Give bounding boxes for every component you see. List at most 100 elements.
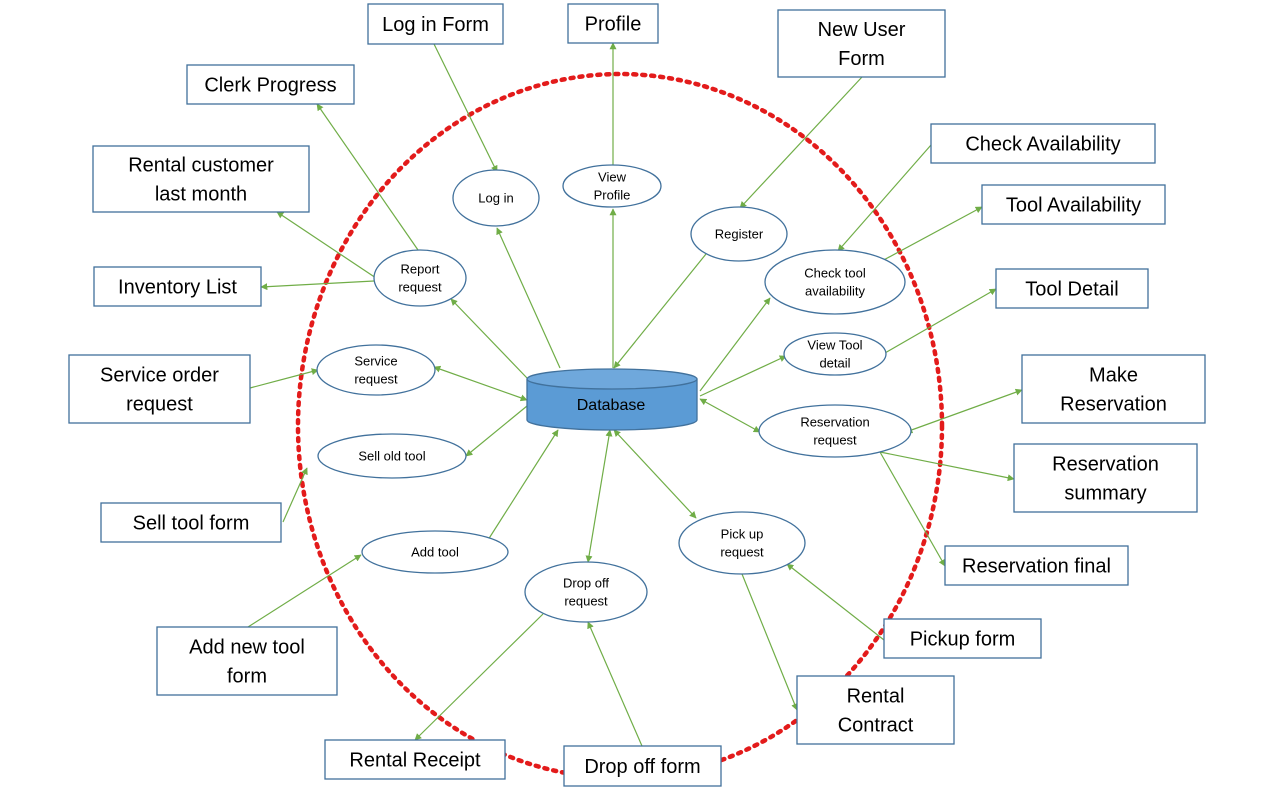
form-label: Inventory List [118, 277, 237, 299]
form-box [796, 675, 955, 745]
form-label: New User [818, 19, 906, 41]
form-label: Tool Detail [1025, 279, 1118, 301]
process-ellipse [764, 249, 906, 315]
form-box [1021, 354, 1206, 424]
process-ellipse [361, 530, 509, 574]
form-profile: Profile [567, 3, 659, 44]
form-label: Reservation [1060, 394, 1167, 416]
form-label: Clerk Progress [204, 75, 336, 97]
form-label: Make [1089, 365, 1138, 387]
connector-f_pickupform-to-pickup [786, 563, 885, 641]
process-login: Log in [452, 169, 540, 227]
form-label: Contract [838, 715, 914, 737]
process-addtool: Add tool [361, 530, 509, 574]
form-box [1013, 443, 1198, 513]
process-ellipse [452, 169, 540, 227]
form-box [324, 739, 506, 780]
form-rentalreceipt: Rental Receipt [324, 739, 506, 780]
connector-db-to-login [496, 227, 561, 369]
form-label: Form [838, 48, 885, 70]
connector-f_addnewtool-to-addtool [247, 554, 362, 628]
process-label: request [354, 372, 398, 387]
process-label: Pick up [721, 527, 764, 542]
process-label: Log in [478, 191, 513, 206]
connector-f_selltool-to-sellold [282, 467, 308, 523]
connector-report-to-f_inventory [260, 280, 375, 291]
process-label: request [720, 545, 764, 560]
form-box [186, 64, 355, 105]
connector-pickup-to-f_rentalcontract [741, 573, 798, 711]
form-box [944, 545, 1129, 586]
process-label: Check tool [804, 266, 866, 281]
connector-addtool-to-db [487, 429, 559, 541]
form-box [156, 626, 338, 696]
connector-f_newuser-to-register [739, 76, 863, 209]
connector-db-to-checktool [699, 297, 771, 392]
process-label: request [398, 280, 442, 295]
form-label: Profile [585, 14, 642, 36]
connector-register-to-db [613, 253, 707, 369]
form-label: Tool Availability [1006, 195, 1141, 217]
connector-f_serviceorder-to-service [249, 368, 319, 389]
connector-db-to-viewtool [699, 355, 787, 397]
form-box [100, 502, 282, 543]
form-checkavail: Check Availability [930, 123, 1156, 164]
form-toolavail: Tool Availability [981, 184, 1166, 225]
form-box [93, 266, 262, 307]
connector-f_dropoffform-to-dropoff [587, 621, 643, 747]
form-label: Check Availability [965, 134, 1120, 156]
connector-reservation-to-f_resfinal [879, 451, 946, 567]
connector-db-to-reservation [699, 398, 761, 433]
connector-db-to-dropoff [585, 429, 613, 563]
connector-f_login-to-login [433, 43, 498, 173]
form-label: summary [1064, 483, 1146, 505]
form-box [92, 145, 310, 213]
form-label: request [126, 394, 193, 416]
form-box [68, 354, 251, 424]
process-label: Drop off [563, 576, 609, 591]
process-ellipse [758, 404, 912, 458]
process-ellipse [317, 433, 467, 479]
process-label: View Tool [807, 338, 862, 353]
process-label: Register [715, 227, 764, 242]
process-dropoff: Drop off request [524, 561, 648, 623]
connector-f_checkavail-to-checktool [837, 144, 932, 252]
form-tooldetail: Tool Detail [995, 268, 1149, 309]
connector-db-to-pickup [613, 429, 697, 519]
process-label: Reservation [800, 415, 869, 430]
process-register: Register [690, 206, 788, 262]
form-resfinal: Reservation final [944, 545, 1129, 586]
process-label: availability [805, 284, 865, 299]
process-label: request [564, 594, 608, 609]
process-label: Sell old tool [358, 449, 425, 464]
process-ellipse [562, 164, 662, 208]
process-label: Report [400, 262, 439, 277]
form-label: Pickup form [910, 629, 1016, 651]
form-label: Reservation final [962, 556, 1111, 578]
form-label: Rental Receipt [349, 750, 481, 772]
form-box [995, 268, 1149, 309]
process-ellipse [316, 344, 436, 396]
database-cylinder: Database [526, 368, 698, 431]
process-ellipse [783, 332, 887, 376]
form-box [567, 3, 659, 44]
process-pickup: Pick up request [678, 511, 806, 575]
database-body [526, 379, 698, 431]
form-dropoffform: Drop off form [563, 745, 722, 787]
form-label: form [227, 666, 267, 688]
form-pickupform: Pickup form [883, 618, 1042, 659]
connector-layer [247, 42, 1023, 747]
process-label: Service [354, 354, 397, 369]
form-box [563, 745, 722, 787]
form-selltool: Sell tool form [100, 502, 282, 543]
connector-db-to-service [433, 365, 528, 402]
database-label: Database [577, 397, 646, 414]
database-top [526, 368, 698, 390]
